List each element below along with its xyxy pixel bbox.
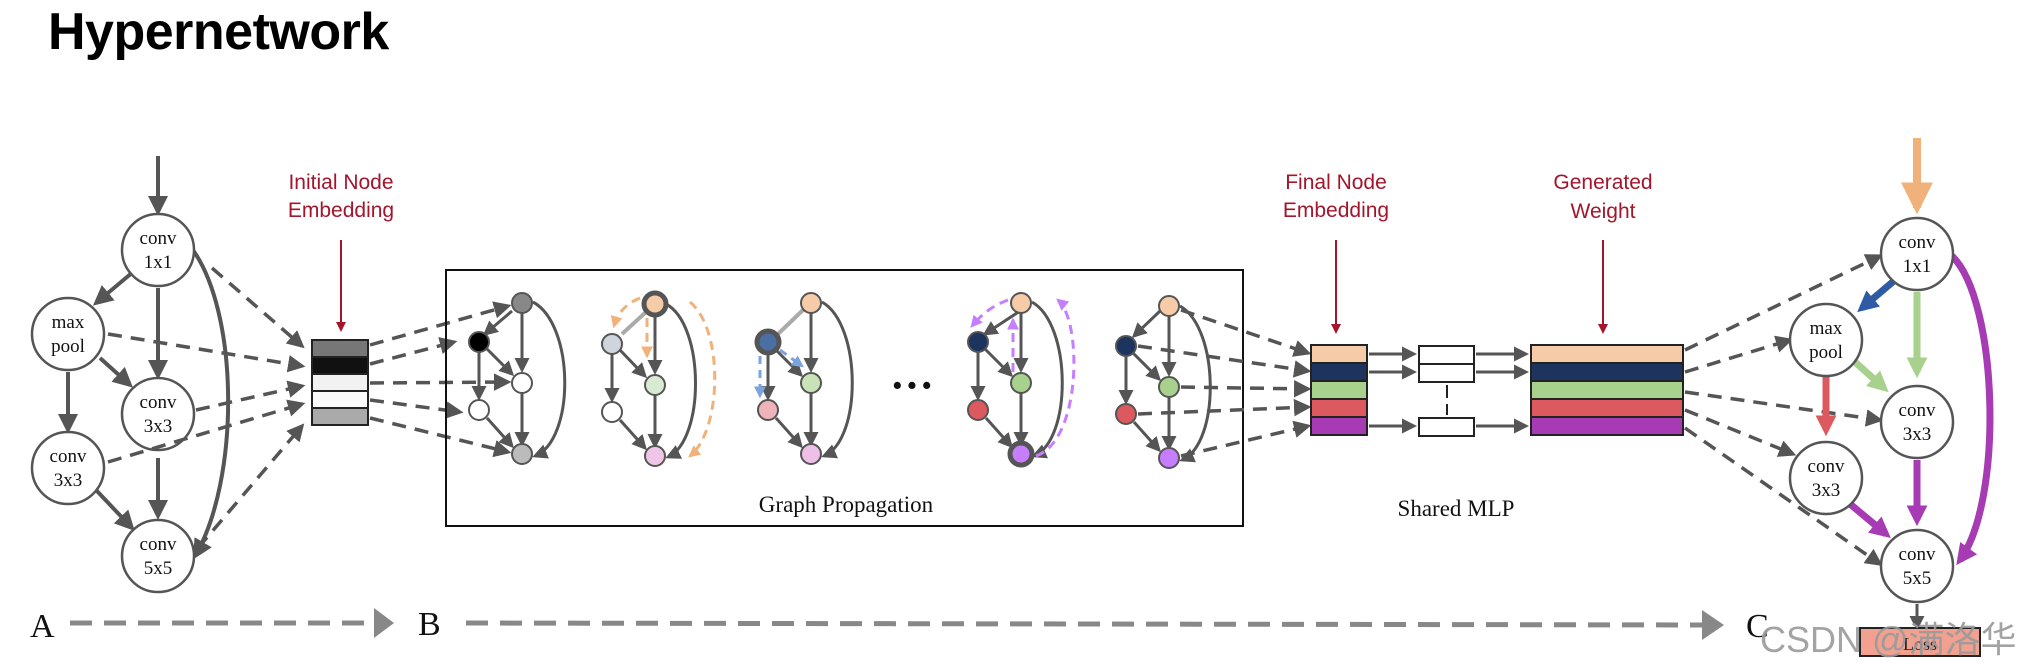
output-network: conv 1x1 max pool conv 3x3 conv 3x3 conv… (1788, 138, 1994, 657)
node-label: 3x3 (1903, 424, 1932, 445)
node-label: 1x1 (1903, 256, 1932, 277)
graph-propagation-caption: Graph Propagation (759, 492, 934, 517)
input-network: conv 1x1 max pool conv 3x3 conv 3x3 conv… (30, 156, 231, 594)
node-label: 3x3 (1812, 480, 1841, 501)
graph-step-4 (967, 292, 1076, 468)
stage-c-label: C (1746, 608, 1769, 645)
node-label: 3x3 (144, 416, 173, 437)
node-label: max (1810, 318, 1843, 339)
node-label: pool (1809, 342, 1843, 363)
final-embedding-vector (1310, 344, 1368, 436)
dashed-arrows-to-final-embedding (1137, 308, 1312, 458)
node-conv3x3-a (1788, 440, 1864, 516)
node-conv3x3-a (30, 430, 106, 506)
graph-step-2 (601, 290, 717, 467)
timeline-arrowhead (1702, 610, 1724, 640)
generated-weight-vector (1530, 344, 1684, 436)
node-conv1x1 (1879, 216, 1955, 292)
input-network-nodes (30, 212, 196, 594)
loss-box (1859, 627, 1981, 657)
graph-propagation-box (445, 269, 1244, 527)
timeline-arrowhead (374, 608, 394, 638)
node-conv5x5 (120, 518, 196, 594)
final-embedding-label: Final Node Embedding (1283, 171, 1389, 222)
node-maxpool (1788, 302, 1864, 378)
svg-text:Embedding: Embedding (1283, 199, 1389, 222)
graph-step-3 (754, 292, 854, 465)
node-label: conv (1899, 400, 1936, 421)
svg-text:Weight: Weight (1571, 200, 1636, 223)
generated-weight-label: Generated Weight (1553, 171, 1652, 223)
svg-text:Final Node: Final Node (1285, 171, 1387, 194)
shared-mlp (1369, 345, 1529, 437)
svg-text:Initial Node: Initial Node (288, 171, 393, 194)
node-label: conv (140, 534, 177, 555)
node-label: conv (1899, 544, 1936, 565)
stage-b-label: B (418, 606, 441, 643)
loss-label: Loss (1903, 634, 1937, 654)
node-label: 5x5 (144, 558, 173, 579)
shared-mlp-caption: Shared MLP (1398, 496, 1515, 521)
watermark: CSDN @满洛华 (1760, 619, 2017, 660)
ellipsis: ··· (890, 361, 934, 410)
dashed-arrows-to-graph (369, 301, 512, 458)
initial-embedding-vector (311, 339, 369, 426)
stage-a-label: A (30, 608, 55, 645)
graph-step-5 (1115, 295, 1212, 469)
svg-text:Generated: Generated (1553, 171, 1652, 194)
node-label: conv (50, 446, 87, 467)
svg-text:Embedding: Embedding (288, 199, 394, 222)
dashed-arrows-to-initial-embedding (107, 266, 306, 550)
node-label: 3x3 (54, 470, 83, 491)
node-conv3x3-b (120, 376, 196, 452)
node-label: conv (1899, 232, 1936, 253)
node-maxpool (30, 296, 106, 372)
stage-timeline: A B C (30, 606, 1769, 645)
timeline-arrow-b-c (465, 620, 1705, 628)
node-label: pool (51, 336, 85, 357)
node-label: max (52, 312, 85, 333)
node-label: conv (140, 228, 177, 249)
initial-embedding-label: Initial Node Embedding (288, 171, 394, 222)
node-conv3x3-b (1879, 384, 1955, 460)
node-conv5x5 (1879, 528, 1955, 604)
node-label: conv (1808, 456, 1845, 477)
input-network-edges (58, 156, 231, 560)
page-title: Hypernetwork (48, 3, 389, 61)
node-label: 1x1 (144, 252, 173, 273)
dashed-arrows-to-output-network (1683, 254, 1884, 567)
node-conv1x1 (120, 212, 196, 288)
node-label: conv (140, 392, 177, 413)
graph-step-1 (468, 292, 567, 465)
node-label: 5x5 (1903, 568, 1932, 589)
